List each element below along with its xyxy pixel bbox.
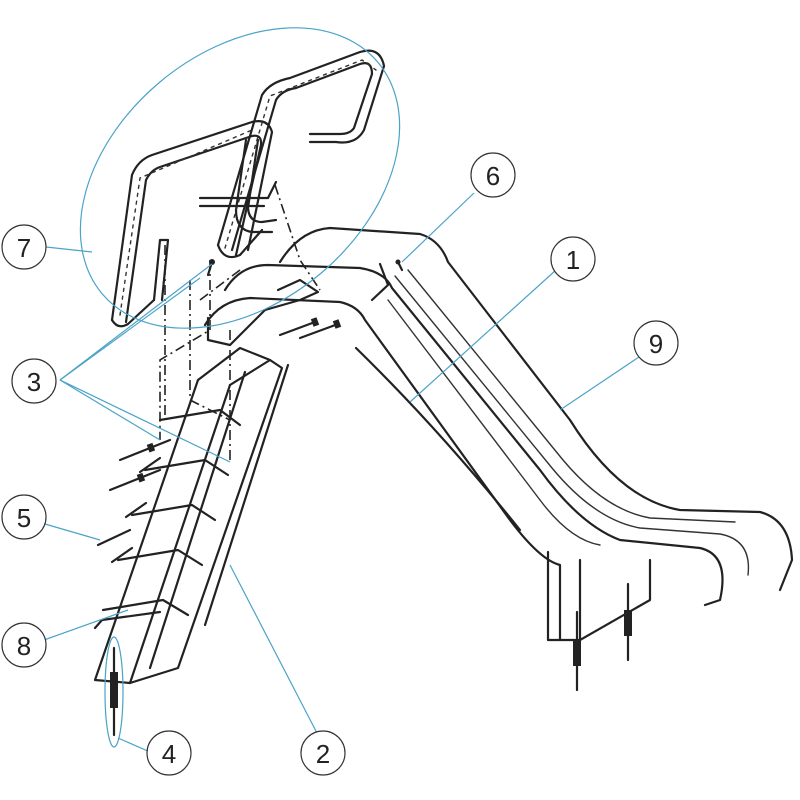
slide-body	[203, 226, 794, 642]
callout-1-label: 1	[566, 245, 580, 275]
callout-3-label: 3	[27, 367, 41, 397]
part-highlight-outlines	[79, 27, 401, 748]
callout-2-label: 2	[316, 739, 330, 769]
callout-1: 1	[550, 236, 596, 282]
handrail-assembly	[110, 49, 386, 328]
callout-4: 4	[146, 730, 192, 776]
callout-4-label: 4	[162, 739, 176, 769]
callout-7: 7	[1, 224, 47, 270]
callout-6-label: 6	[486, 161, 500, 191]
callout-7-label: 7	[17, 233, 31, 263]
callout-leaders	[43, 192, 640, 753]
callout-5-label: 5	[17, 503, 31, 533]
callout-9: 9	[633, 320, 679, 366]
fasteners	[108, 259, 632, 737]
callout-8: 8	[1, 622, 47, 668]
ladder-body	[93, 346, 290, 685]
callout-6: 6	[470, 152, 516, 198]
callout-9-label: 9	[649, 329, 663, 359]
callout-3: 3	[11, 358, 57, 404]
callout-5: 5	[1, 494, 47, 540]
callout-8-label: 8	[17, 631, 31, 661]
callout-2: 2	[300, 730, 346, 776]
